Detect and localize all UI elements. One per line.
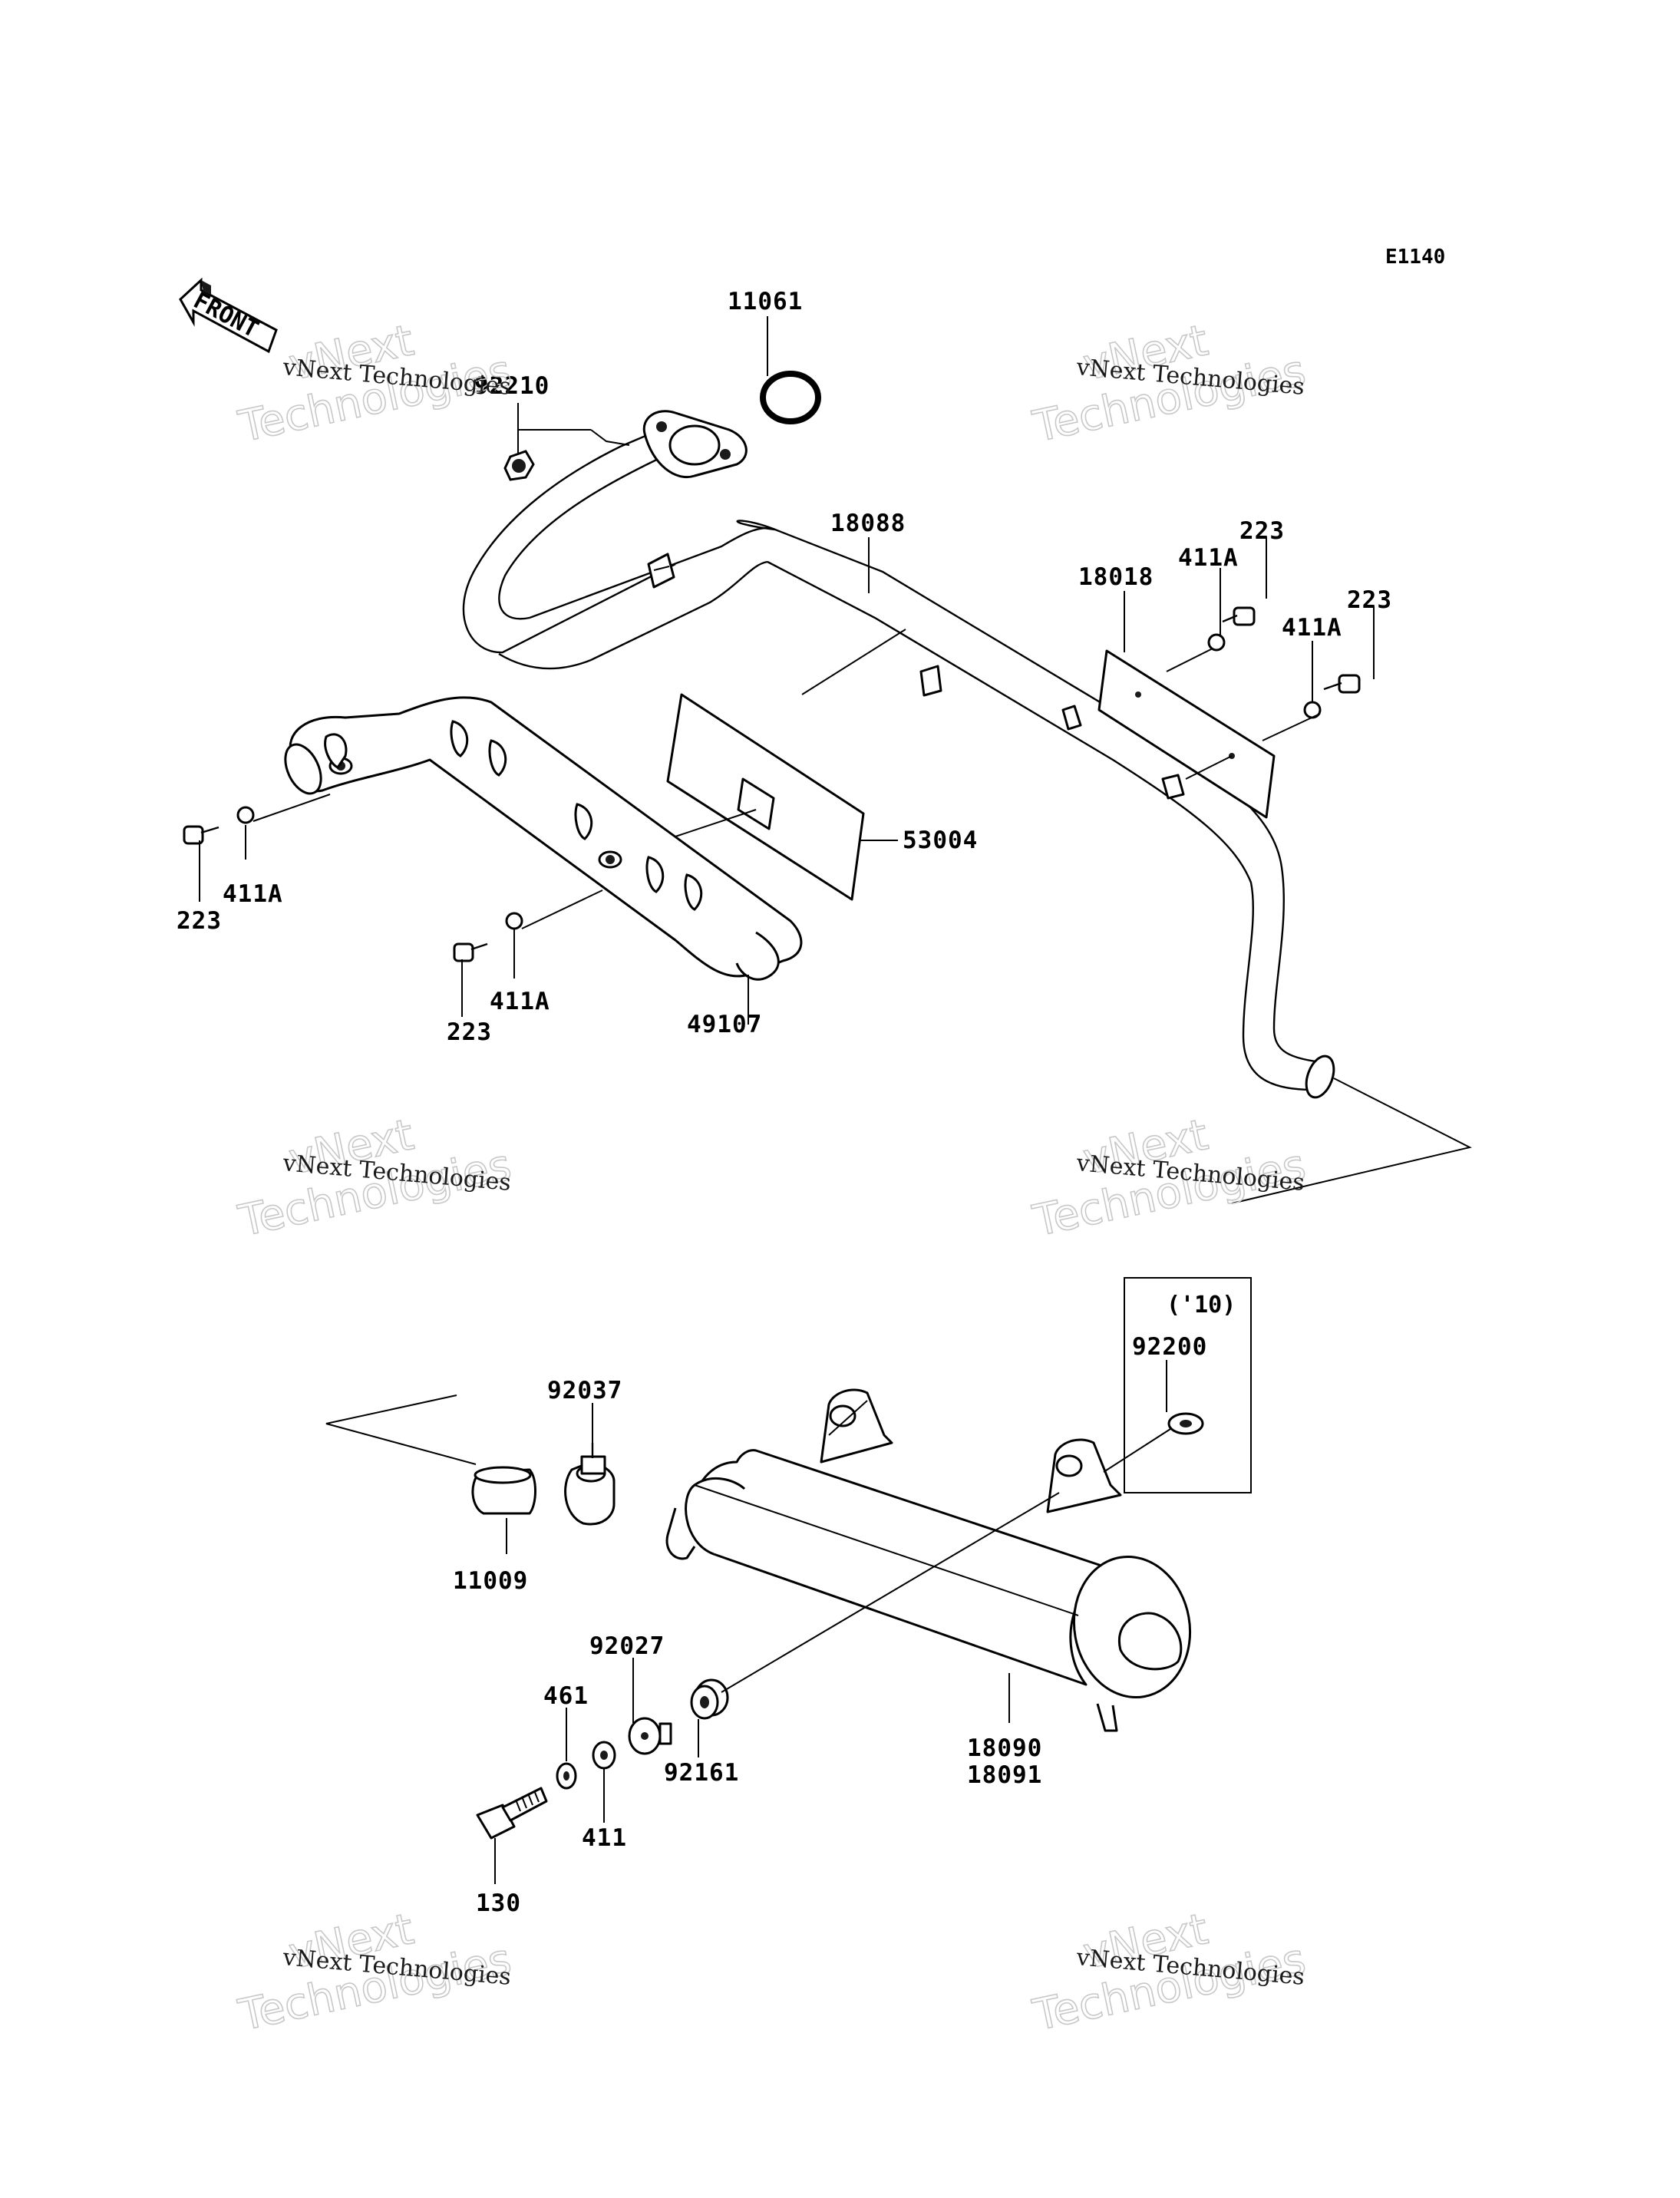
label-411A-b: 411A [1282,614,1342,642]
label-130: 130 [476,1889,521,1917]
damper-92200 [1167,1412,1204,1435]
label-223-a: 223 [1239,517,1285,545]
label-18091: 18091 [967,1761,1042,1789]
label-53004: 53004 [903,827,978,854]
label-11061: 11061 [728,288,803,315]
lockwasher-461 [556,1762,577,1790]
leader-lines-lower [325,1360,1171,1884]
gasket-11061 [760,371,821,424]
label-18088: 18088 [830,510,906,537]
label-92027: 92027 [589,1632,665,1660]
label-92161: 92161 [664,1759,739,1787]
plate-18018 [1097,648,1276,819]
label-92210: 92210 [474,372,550,400]
label-18090: 18090 [967,1734,1042,1762]
label-223-b: 223 [1347,586,1392,614]
washer-411 [592,1741,616,1770]
leader-lines-upper [199,316,1472,1204]
heat-guard-49107 [284,696,803,981]
label-411A-c: 411A [223,880,283,908]
exhaust-pipe-18088 [462,410,1335,1099]
muffler-18090 [665,1388,1192,1732]
label-11009: 11009 [453,1567,528,1595]
label-92200: 92200 [1132,1333,1207,1361]
plate-53004 [666,629,906,901]
bolt-223-upper-right-1 [1207,606,1256,652]
label-49107: 49107 [687,1011,762,1038]
grommet-92161 [690,1678,729,1720]
label-461: 461 [543,1682,589,1710]
year-note-label: ('10) [1167,1292,1236,1318]
gasket-11009 [471,1466,536,1515]
bolt-130 [476,1787,548,1840]
nut-92210 [503,450,535,481]
label-223-c: 223 [177,907,222,935]
label-18018: 18018 [1078,563,1154,591]
label-92037: 92037 [547,1377,622,1404]
label-411A-a: 411A [1178,544,1239,572]
figure-code: E1140 [1385,246,1445,269]
year-note-box [1124,1277,1252,1493]
front-arrow-label: FRONT [189,287,262,343]
label-411A-d: 411A [490,988,550,1015]
label-411: 411 [582,1824,627,1852]
part-labels: 11061 92210 18088 18018 223 411A 223 411… [177,288,1392,1917]
clamp-92037 [564,1443,616,1526]
collar-92027 [628,1717,672,1755]
pipe-flange [642,410,748,478]
bolt-223-lower [453,912,523,962]
front-arrow-icon: FRONT [179,277,278,354]
bolt-223-left [183,806,255,845]
label-223-d: 223 [447,1018,492,1046]
